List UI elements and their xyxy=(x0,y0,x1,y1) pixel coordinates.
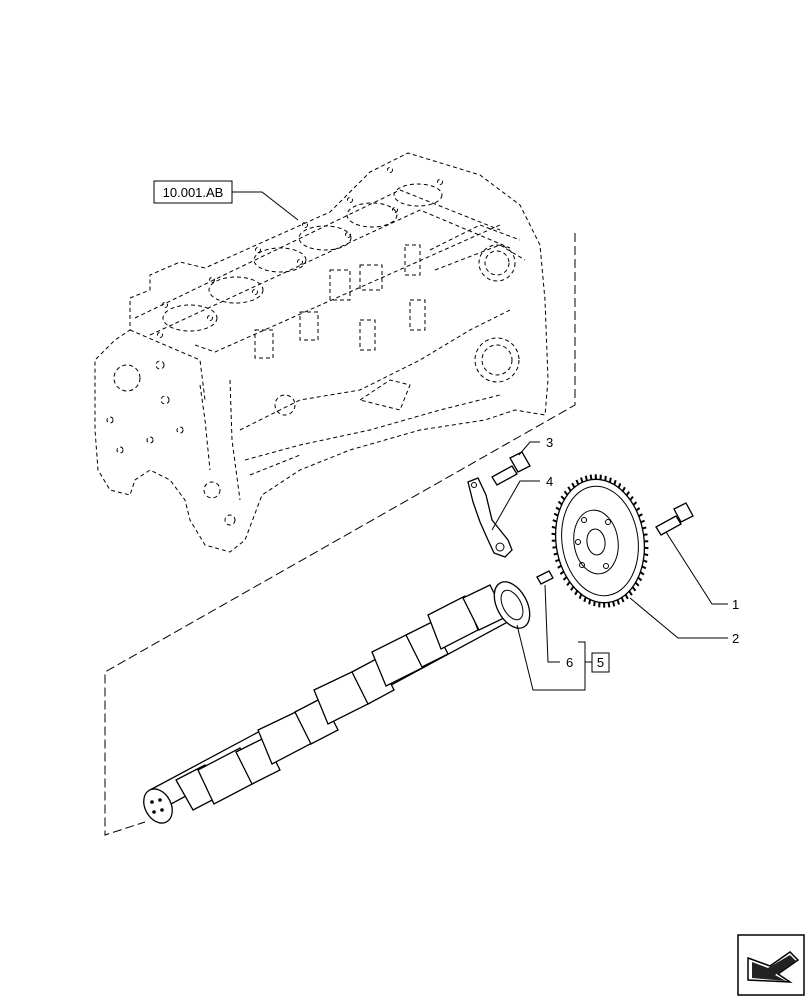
gear-tooth xyxy=(641,565,647,570)
gear-tooth xyxy=(640,519,645,524)
gear-tooth xyxy=(607,602,611,608)
gear-tooth xyxy=(589,474,593,480)
callout-5-box[interactable]: 5 xyxy=(591,652,610,673)
gear-tooth xyxy=(642,559,648,563)
gear-tooth xyxy=(552,546,557,549)
gear-tooth xyxy=(628,590,633,596)
gear-tooth xyxy=(634,581,640,587)
reference-leader xyxy=(232,191,299,221)
gear-tooth xyxy=(563,490,569,496)
bolt-gear xyxy=(655,502,694,536)
gear-tooth xyxy=(574,590,579,596)
gear-tooth xyxy=(566,581,571,587)
gear-tooth xyxy=(578,593,583,599)
gear-tooth xyxy=(613,479,617,486)
gear-tooth xyxy=(604,475,607,481)
gear-tooth xyxy=(571,482,576,488)
next-page-arrow-icon[interactable] xyxy=(737,934,805,996)
gear-tooth xyxy=(617,483,622,489)
gear-tooth xyxy=(620,597,625,603)
callout-4: 4 xyxy=(546,474,553,489)
cam-gear xyxy=(551,474,649,608)
gear-tooth xyxy=(642,526,647,530)
gear-tooth xyxy=(553,552,558,556)
gear-tooth xyxy=(612,601,616,607)
gear-tooth xyxy=(583,596,587,603)
callout-3: 3 xyxy=(546,435,553,450)
gear-tooth xyxy=(552,519,558,523)
callout-1: 1 xyxy=(732,597,739,612)
dowel-pin xyxy=(536,570,554,585)
gear-tooth xyxy=(624,594,629,600)
gear-tooth xyxy=(555,506,561,511)
gear-tooth xyxy=(560,495,566,501)
gear-tooth xyxy=(557,500,563,506)
gear-tooth xyxy=(567,486,572,492)
gear-tooth xyxy=(643,553,649,557)
gear-tooth xyxy=(637,576,643,582)
gear-tooth xyxy=(608,477,612,483)
reference-label[interactable]: 10.001.AB xyxy=(153,180,233,204)
gear-tooth xyxy=(584,475,588,481)
gear-tooth xyxy=(621,486,626,492)
callout-5: 5 xyxy=(597,655,604,670)
camshaft xyxy=(143,581,531,824)
gear-tooth xyxy=(553,512,559,517)
gear-tooth xyxy=(557,564,562,569)
gear-tooth xyxy=(555,558,560,563)
gear-tooth xyxy=(562,576,568,581)
gear-tooth xyxy=(638,513,643,518)
gear-tooth xyxy=(616,599,620,605)
gear-tooth xyxy=(643,533,648,536)
gear-tooth xyxy=(639,571,645,576)
gear-tooth xyxy=(635,507,641,512)
bolt-upper xyxy=(491,451,531,486)
thrust-plate xyxy=(467,477,513,558)
gear-tooth xyxy=(625,491,630,496)
engine-block xyxy=(94,152,549,553)
alignment-frame xyxy=(104,233,576,836)
gear-tooth xyxy=(632,501,638,506)
gear-tooth xyxy=(629,495,634,501)
gear-tooth xyxy=(593,601,596,607)
gear-tooth xyxy=(588,599,592,605)
gear-tooth xyxy=(570,586,575,591)
gear-tooth xyxy=(551,525,557,529)
callout-6: 6 xyxy=(566,655,573,670)
gear-tooth xyxy=(575,479,580,485)
leader-lines xyxy=(491,441,728,691)
reference-label-text: 10.001.AB xyxy=(163,185,224,200)
callout-2: 2 xyxy=(732,631,739,646)
gear-tooth xyxy=(559,570,565,575)
gear-tooth xyxy=(580,477,584,483)
gear-tooth xyxy=(631,586,637,592)
